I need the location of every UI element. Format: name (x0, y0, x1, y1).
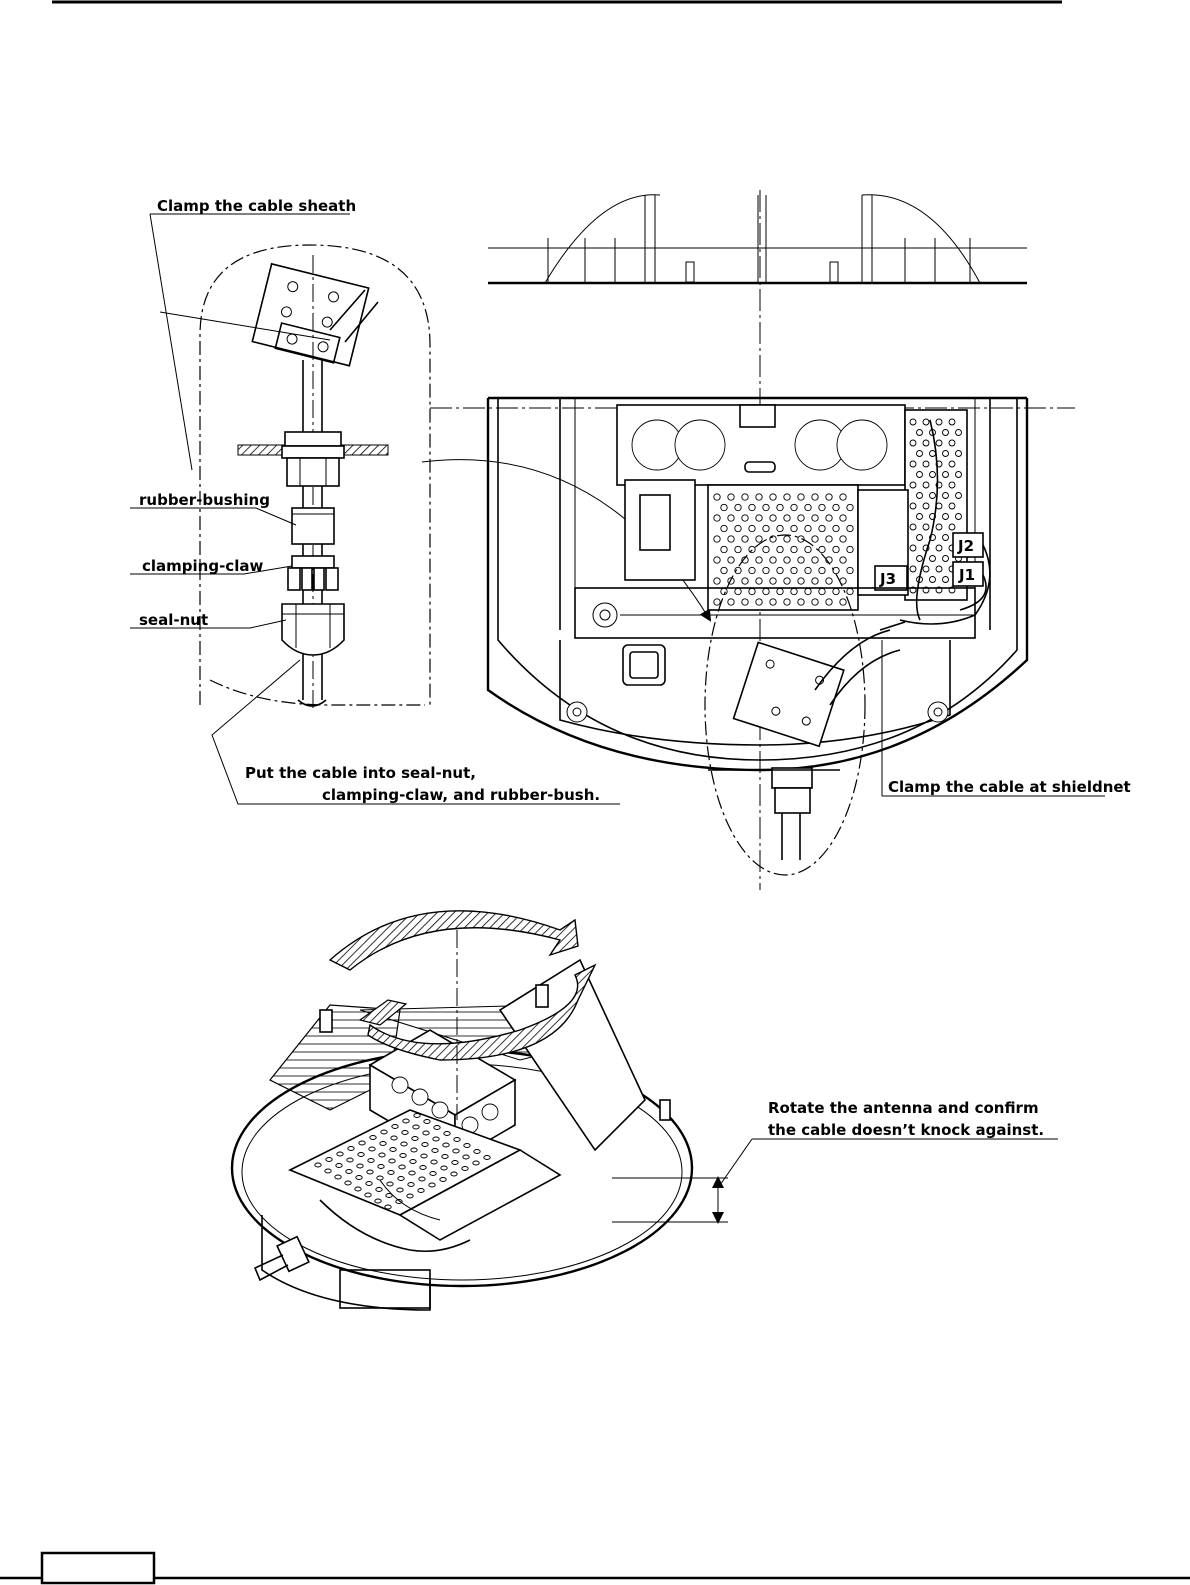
label-put-cable-line2: clamping-claw, and rubber-bush. (322, 786, 600, 804)
label-clamping-claw: clamping-claw (142, 557, 263, 575)
label-rotate-line1: Rotate the antenna and confirm (768, 1099, 1039, 1117)
connector-j1: J1 (953, 562, 983, 586)
svg-text:J1: J1 (958, 566, 975, 584)
label-put-cable-line1: Put the cable into seal-nut, (245, 764, 476, 782)
label-seal-nut: seal-nut (139, 611, 208, 629)
label-clamp-sheath: Clamp the cable sheath (157, 197, 356, 215)
page-number-box (42, 1553, 154, 1583)
label-rubber-bushing: rubber-bushing (139, 491, 270, 509)
connector-j2: J2 (953, 533, 983, 557)
cable-gland-detail (130, 214, 710, 804)
svg-text:J2: J2 (957, 537, 974, 555)
label-clamp-shieldnet: Clamp the cable at shieldnet (888, 778, 1131, 796)
svg-text:J3: J3 (879, 570, 896, 588)
connector-j3: J3 (875, 566, 907, 590)
label-rotate-line2: the cable doesn’t knock against. (768, 1121, 1044, 1139)
